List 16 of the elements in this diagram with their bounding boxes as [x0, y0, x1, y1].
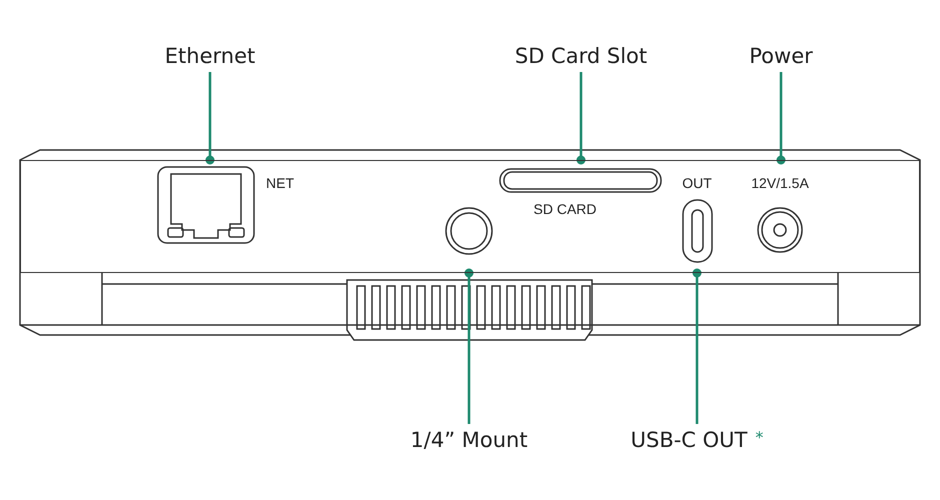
front-panel	[20, 160, 920, 273]
footnote-mark: *	[755, 428, 764, 449]
port-label: OUT	[682, 175, 712, 191]
port-label: SD CARD	[534, 201, 596, 217]
leader-line	[692, 268, 702, 424]
port-label: NET	[266, 175, 294, 191]
leader-line	[206, 72, 214, 164]
leader-line	[776, 72, 786, 164]
callout-label: Ethernet	[164, 44, 256, 68]
port-label: 12V/1.5A	[751, 175, 809, 191]
leader-line	[464, 268, 474, 424]
callout-label: USB-C OUT	[630, 428, 748, 452]
callout-label: Power	[749, 44, 813, 68]
callout-label: SD Card Slot	[514, 44, 648, 68]
leader-line	[576, 72, 586, 164]
callout-label: 1/4” Mount	[410, 428, 528, 452]
